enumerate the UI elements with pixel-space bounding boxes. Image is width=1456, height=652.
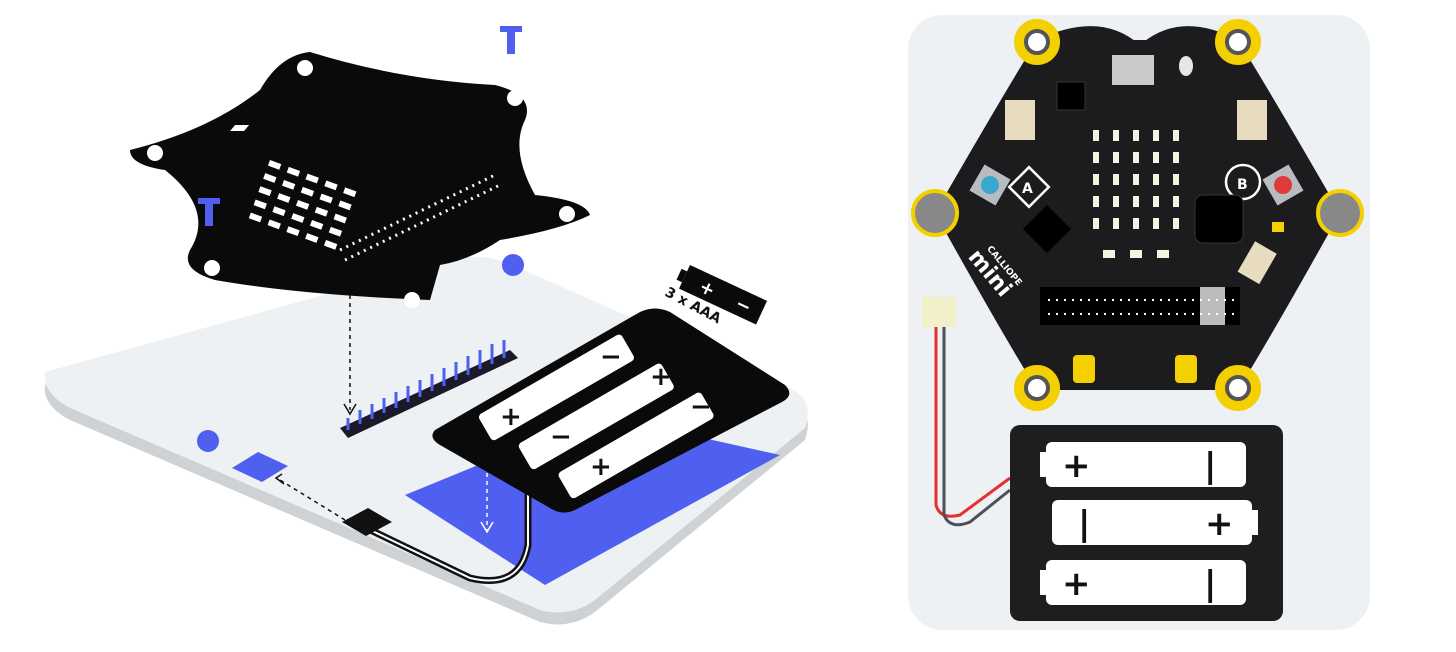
button-a[interactable]: [981, 176, 999, 194]
mount-dot: [502, 254, 524, 276]
svg-text:|: |: [1204, 564, 1216, 604]
battery-connector: [342, 508, 392, 536]
assembly-arrows: [279, 295, 351, 521]
calliope-board: A B CALLIOPE mini: [911, 19, 1364, 411]
svg-text:|: |: [1078, 504, 1090, 544]
svg-text:+: +: [650, 362, 672, 392]
screw-icon: [500, 26, 522, 54]
svg-text:−: −: [690, 392, 712, 422]
svg-text:+: +: [590, 452, 612, 482]
mount-dot: [197, 430, 219, 452]
pin-header: [340, 340, 518, 438]
pad-left: [911, 189, 959, 237]
svg-text:+: +: [500, 402, 522, 432]
svg-text:−: −: [550, 422, 572, 452]
led-matrix: [230, 125, 250, 131]
led-matrix: [1093, 130, 1179, 258]
svg-text:A: A: [1022, 181, 1033, 197]
button-b[interactable]: [1274, 176, 1292, 194]
svg-text:−: −: [600, 342, 622, 372]
connector-area: [232, 452, 288, 482]
svg-text:|: |: [1204, 446, 1216, 486]
screw-icon: [198, 198, 220, 226]
battery-holder-iso: + − − + + −: [432, 308, 790, 513]
yellow-pad: [1014, 19, 1261, 411]
svg-text:+: +: [1205, 504, 1234, 544]
battery-icon: + −: [676, 265, 768, 325]
svg-text:B: B: [1237, 177, 1248, 193]
svg-text:+: +: [1062, 446, 1091, 486]
battery-holder: + | | + + |: [1010, 425, 1283, 621]
pad-right: [1316, 189, 1364, 237]
svg-text:+: +: [1062, 564, 1091, 604]
battery-plug: [922, 297, 956, 327]
calliope-board-top: [130, 52, 590, 308]
